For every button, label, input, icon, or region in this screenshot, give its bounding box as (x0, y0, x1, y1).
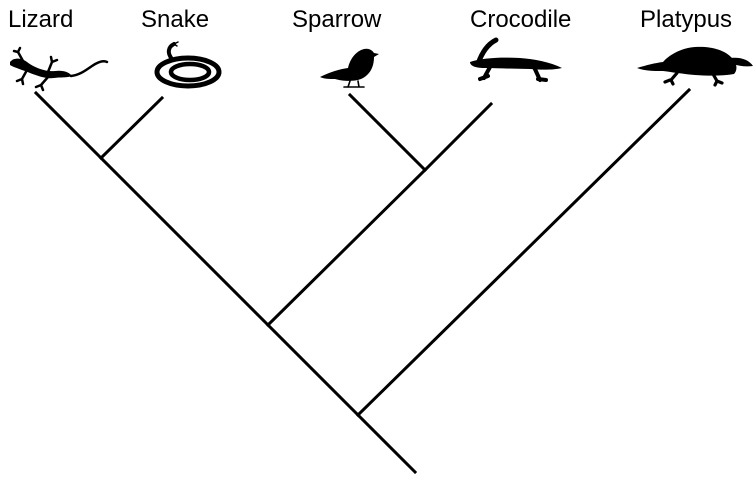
branch-snake (98, 95, 165, 161)
branch-archosaur-stem (265, 167, 428, 328)
taxon-label-crocodile: Crocodile (470, 6, 572, 33)
snake-icon (154, 41, 222, 89)
branch-sparrow (347, 92, 428, 173)
branch-platypus (355, 87, 692, 418)
lizard-icon (10, 46, 109, 92)
taxon-label-snake: Snake (141, 6, 210, 33)
branch-reptiles-stem (265, 322, 361, 418)
branch-lizard (33, 90, 104, 161)
tree-branches (33, 87, 692, 475)
branch-crocodile (422, 101, 494, 173)
taxon-label-sparrow: Sparrow (292, 6, 382, 33)
branch-squamate-stem (98, 155, 271, 328)
sparrow-icon (320, 48, 379, 88)
taxon-label-platypus: Platypus (640, 6, 733, 33)
taxon-label-lizard: Lizard (8, 6, 74, 33)
crocodile-icon (470, 37, 562, 82)
branch-root (355, 412, 418, 475)
platypus-icon (637, 46, 753, 87)
